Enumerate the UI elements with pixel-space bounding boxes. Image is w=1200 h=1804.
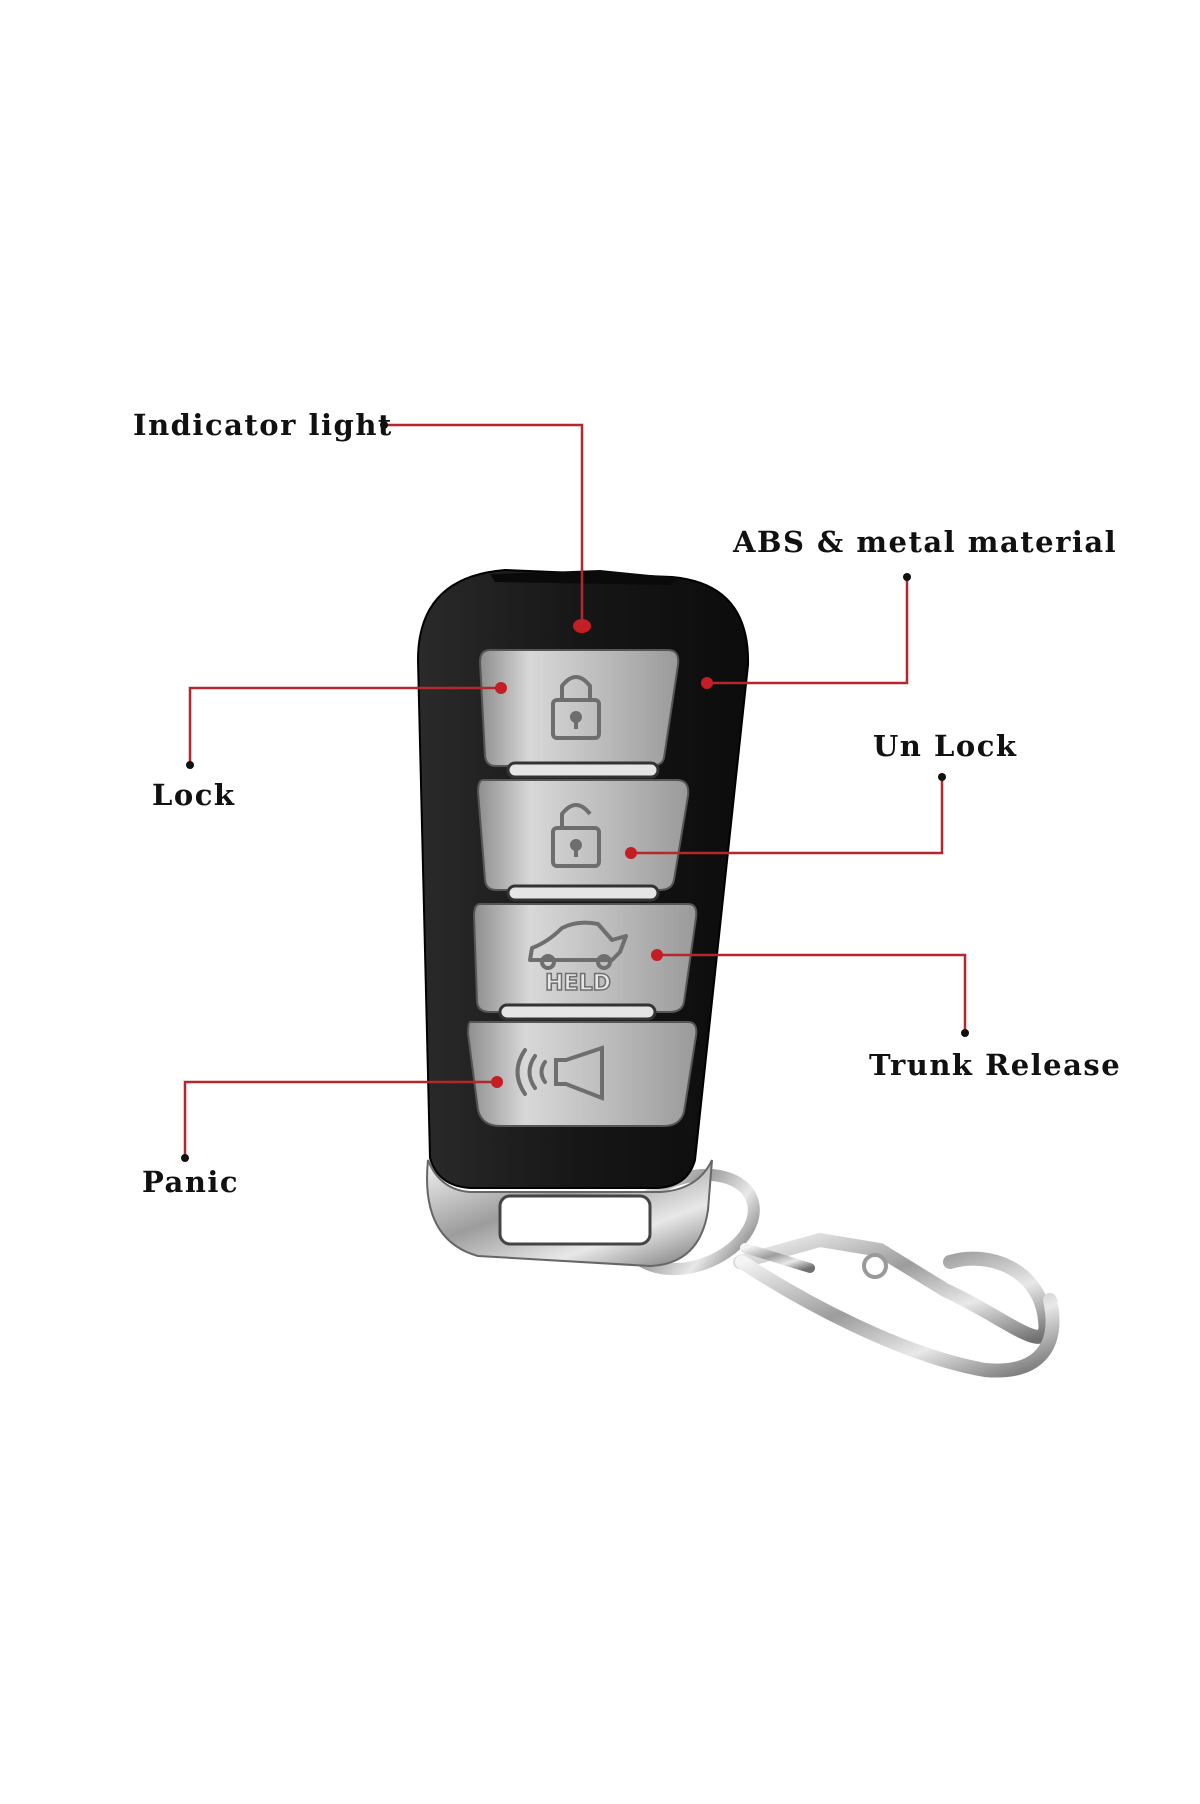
label-panic: Panic	[142, 1165, 240, 1199]
endpoint-material	[903, 573, 911, 581]
leader-lines	[183, 423, 967, 1158]
leader-indicator-light	[384, 423, 584, 626]
padlock-closed-icon	[551, 675, 601, 740]
dot-unlock	[625, 847, 637, 859]
endpoint-trunk-release	[961, 1029, 969, 1037]
label-unlock: Un Lock	[873, 729, 1018, 763]
dot-lock	[495, 682, 507, 694]
unlock-button[interactable]	[476, 779, 690, 891]
label-trunk-release: Trunk Release	[869, 1048, 1122, 1082]
button-divider-2	[506, 884, 660, 902]
label-lock: Lock	[152, 778, 236, 812]
key-loop-slot	[498, 1194, 652, 1246]
car-trunk-icon	[528, 920, 628, 970]
leader-trunk-release	[657, 953, 967, 1033]
padlock-open-icon	[551, 803, 601, 868]
label-material: ABS & metal material	[733, 525, 1118, 559]
panic-button[interactable]	[466, 1021, 698, 1127]
trunk-button[interactable]: HELD	[472, 903, 698, 1013]
leader-dots	[491, 677, 713, 1088]
leader-material	[707, 577, 909, 685]
endpoint-lock	[186, 761, 194, 769]
dot-material	[701, 677, 713, 689]
horn-icon	[515, 1045, 604, 1101]
button-divider-1	[506, 761, 660, 779]
endpoint-unlock	[938, 773, 946, 781]
leader-endpoints	[181, 421, 969, 1162]
leader-lock	[188, 686, 501, 765]
leader-panic	[183, 1080, 497, 1158]
housing-top-edge	[490, 570, 680, 585]
dot-panic	[491, 1076, 503, 1088]
clasp-screw	[862, 1253, 888, 1279]
label-indicator-light: Indicator light	[133, 408, 393, 442]
leader-unlock	[631, 777, 944, 855]
endpoint-indicator-light	[380, 421, 388, 429]
dot-trunk-release	[651, 949, 663, 961]
trunk-icon-text: HELD	[545, 971, 611, 996]
endpoint-panic	[181, 1154, 189, 1162]
button-divider-3	[498, 1003, 657, 1021]
lock-button[interactable]	[478, 649, 680, 767]
